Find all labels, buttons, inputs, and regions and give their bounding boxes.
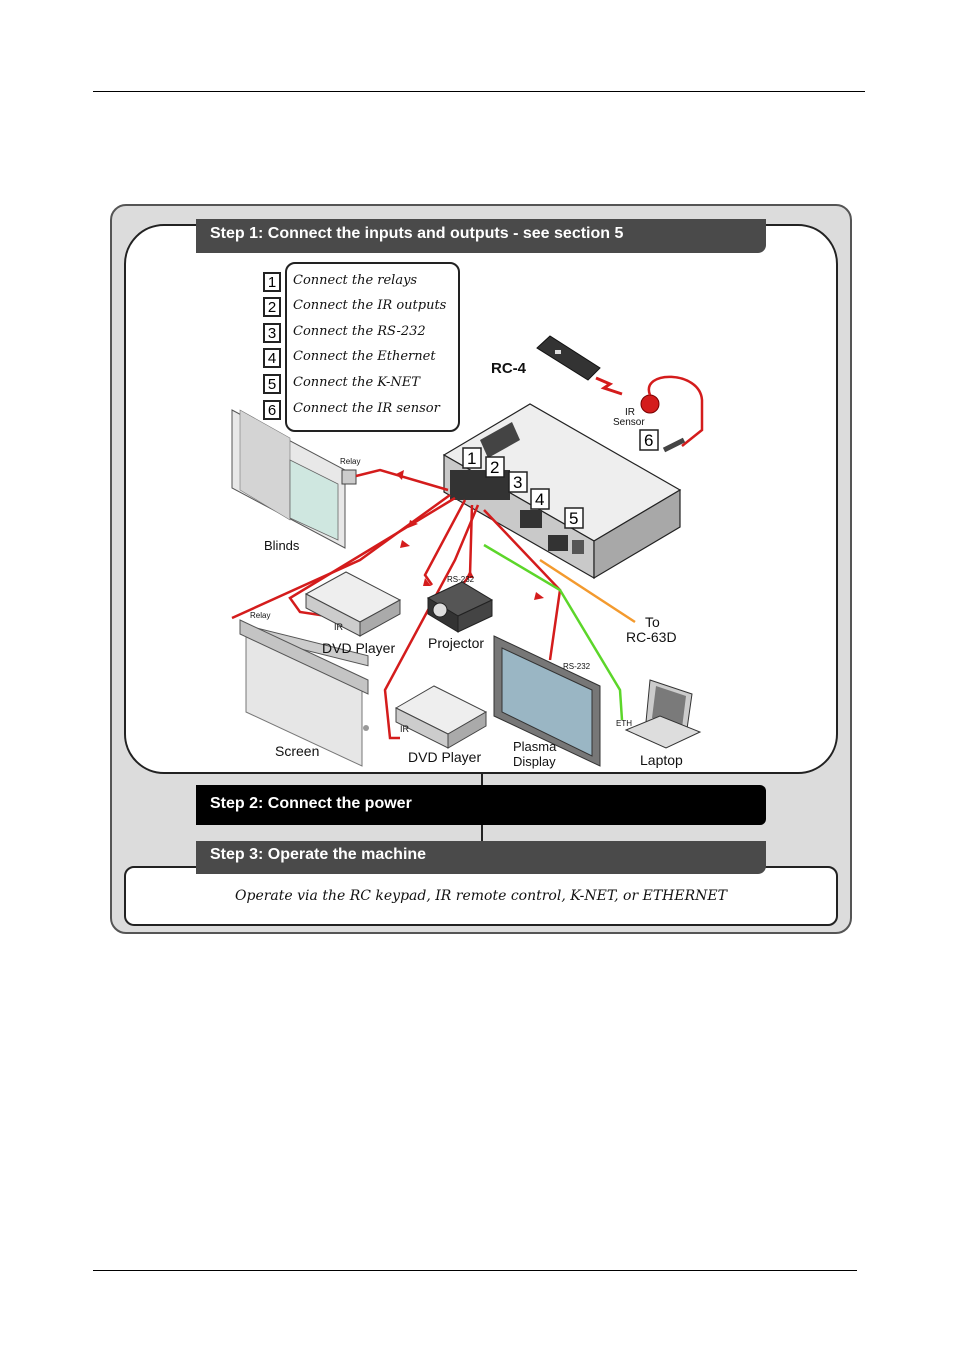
device-illustration: [442, 403, 682, 580]
ir-dvd1-label: IR: [334, 622, 344, 632]
projector-label: Projector: [428, 635, 484, 651]
step3-panel: [124, 866, 838, 926]
plasma-display-illustration: [493, 635, 601, 767]
remote-control-illustration: [536, 335, 601, 381]
plasma-label-2: Display: [513, 754, 556, 769]
checklist-text: Connect the IR sensor: [293, 401, 440, 416]
callout-boxes: 1 2 3 4 5 6: [462, 429, 659, 529]
callout-2: 2: [490, 458, 499, 477]
relay-screen-label: Relay: [250, 611, 270, 620]
laptop-label: Laptop: [640, 752, 683, 768]
callout-3: 3: [513, 473, 522, 492]
checklist-number: 6: [263, 400, 281, 420]
checklist-text: Connect the K-NET: [293, 375, 420, 390]
operate-instructions: Operate via the RC keypad, IR remote con…: [235, 888, 727, 904]
ir-signal: [595, 376, 623, 396]
knet-cable: [539, 558, 636, 624]
dvd-player-1-illustration: [304, 571, 402, 637]
checklist-text: Connect the RS-232: [293, 324, 426, 339]
screen-label: Screen: [275, 743, 319, 759]
ir-sensor-label-1: IR: [625, 407, 635, 418]
dvd-player-2-label: DVD Player: [408, 749, 481, 765]
ir-sensor-illustration: [640, 394, 660, 414]
connector-line: [481, 825, 483, 841]
step1-title: Step 1: Connect the inputs and outputs -…: [196, 219, 766, 253]
checklist-number: 5: [263, 374, 281, 394]
header-rule: [93, 91, 865, 92]
checklist-number: 4: [263, 348, 281, 368]
ethernet-cable: [483, 543, 624, 721]
connection-checklist: [285, 262, 460, 432]
checklist-number: 3: [263, 323, 281, 343]
footer-rule: [93, 1270, 857, 1271]
checklist-text: Connect the Ethernet: [293, 349, 436, 364]
callout-5: 5: [569, 509, 578, 528]
step3-title: Step 3: Operate the machine: [196, 841, 766, 874]
callout-1: 1: [467, 449, 476, 468]
blinds-label: Blinds: [264, 538, 300, 553]
checklist-number: 1: [263, 272, 281, 292]
checklist-text: Connect the IR outputs: [293, 298, 447, 313]
connection-diagram: 1 2 3 4 5 6 RC-4 IR Sensor Relay Blinds …: [231, 335, 704, 769]
plasma-label-1: Plasma: [513, 739, 557, 754]
dvd-player-2-illustration: [394, 685, 488, 749]
ir-dvd2-label: IR: [400, 724, 410, 734]
callout-4: 4: [535, 490, 544, 509]
cable-arrows: [396, 470, 544, 600]
connector-line: [481, 774, 483, 786]
dvd-player-1-label: DVD Player: [322, 640, 395, 656]
relay-blinds-label: Relay: [340, 457, 360, 466]
eth-label: ETH: [616, 719, 632, 728]
laptop-illustration: [624, 679, 702, 749]
screen-illustration: [239, 619, 369, 767]
rs232-projector-label: RS-232: [447, 575, 475, 584]
step2-title: Step 2: Connect the power: [196, 785, 766, 825]
checklist-number: 2: [263, 297, 281, 317]
ir-sensor-label-2: Sensor: [613, 417, 645, 428]
rc4-label: RC-4: [491, 360, 527, 377]
blinds-illustration: [231, 409, 357, 549]
rs232-plasma-label: RS-232: [563, 662, 591, 671]
projector-illustration: [426, 581, 494, 633]
to-label: To: [645, 614, 660, 630]
checklist-text: Connect the relays: [293, 273, 418, 288]
callout-6: 6: [644, 431, 653, 450]
rc63d-label: RC-63D: [626, 629, 677, 645]
